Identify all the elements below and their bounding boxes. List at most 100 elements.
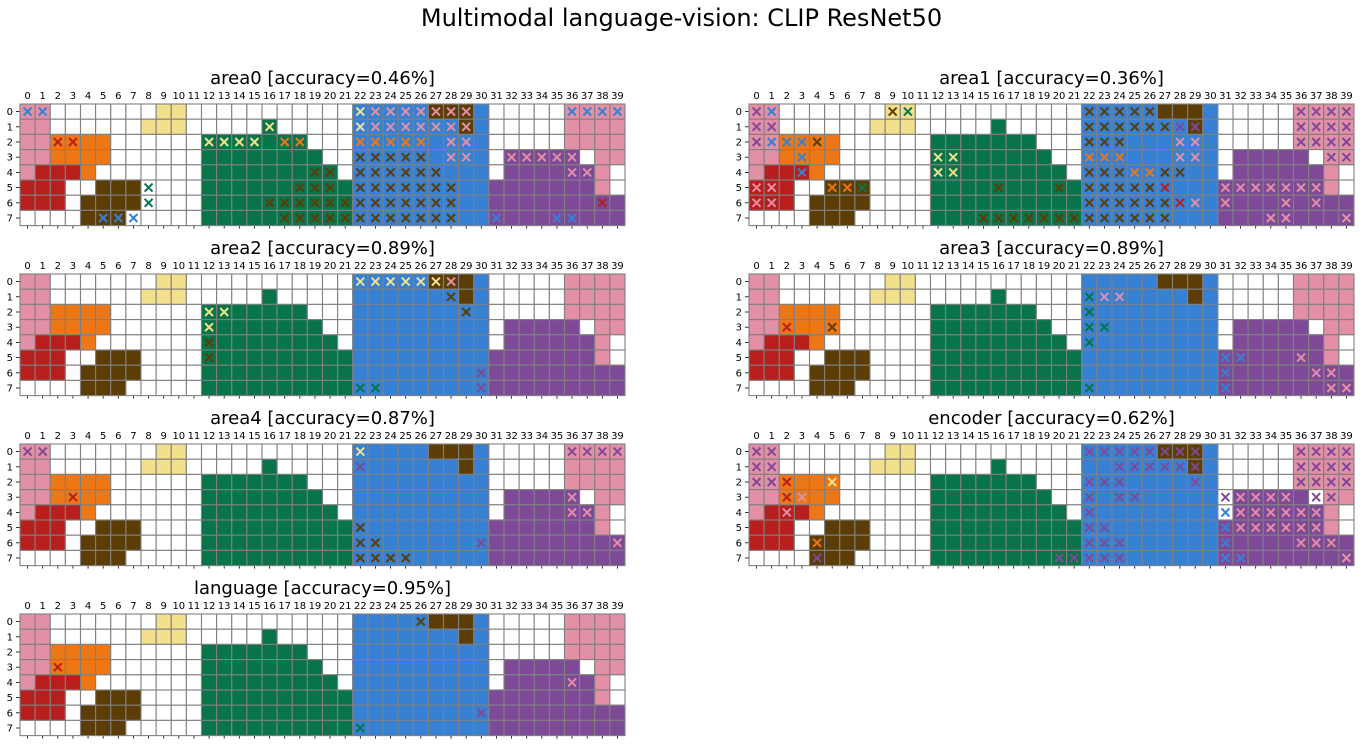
grid-cell xyxy=(548,179,566,196)
error-mark xyxy=(1084,198,1094,208)
grid-cell xyxy=(1277,273,1295,290)
grid-cell xyxy=(518,379,535,397)
grid-cell xyxy=(579,674,596,691)
grid-cell xyxy=(1202,364,1219,381)
grid-cell xyxy=(185,489,203,506)
grid-cell xyxy=(1247,349,1264,366)
grid-cell xyxy=(185,704,203,721)
grid-cell xyxy=(49,273,66,290)
grid-cell xyxy=(155,349,172,366)
x-tick-label: 35 xyxy=(551,91,564,102)
grid-cell xyxy=(306,443,324,460)
grid-cell xyxy=(231,628,248,645)
grid-cell xyxy=(929,103,947,120)
error-mark xyxy=(385,106,396,117)
grid-cell xyxy=(246,689,263,706)
grid-cell xyxy=(246,628,263,645)
grid-cell xyxy=(824,288,841,305)
grid-cell xyxy=(1066,349,1083,366)
error-mark xyxy=(446,182,456,193)
grid-cell xyxy=(1262,549,1279,567)
error-mark xyxy=(370,122,381,132)
grid-cell xyxy=(594,364,611,381)
grid-cell xyxy=(246,613,263,630)
grid-cell xyxy=(748,349,765,366)
grid-cell xyxy=(1035,379,1053,397)
error-mark xyxy=(1160,106,1170,117)
x-tick-label: 23 xyxy=(1098,431,1111,442)
grid-cell xyxy=(231,489,248,506)
grid-cell xyxy=(1050,288,1068,305)
grid-cell xyxy=(563,179,581,196)
error-mark xyxy=(385,213,396,223)
error-mark xyxy=(249,137,260,147)
grid-cell xyxy=(899,549,916,567)
grid-cell xyxy=(64,689,82,706)
grid-cell xyxy=(1323,209,1340,227)
grid-cell xyxy=(291,273,308,290)
grid-cell xyxy=(1171,549,1189,567)
grid-cell xyxy=(914,194,932,211)
error-mark xyxy=(370,383,381,393)
error-mark xyxy=(340,198,350,208)
grid-cell xyxy=(382,613,399,630)
grid-cell xyxy=(1066,489,1083,506)
error-mark xyxy=(1296,106,1306,117)
grid-cell xyxy=(1126,534,1143,551)
grid-cell xyxy=(914,473,932,491)
grid-cell xyxy=(442,164,460,181)
error-mark xyxy=(1311,106,1321,117)
grid-cell xyxy=(778,288,795,305)
grid-cell xyxy=(778,349,795,366)
grid-cell xyxy=(321,458,339,475)
grid-cell xyxy=(473,179,490,196)
grid-cell xyxy=(533,674,550,691)
grid-cell xyxy=(808,458,826,475)
x-tick-label: 23 xyxy=(369,261,382,272)
grid-cell xyxy=(231,379,248,397)
grid-cell xyxy=(1187,364,1204,381)
grid-cell xyxy=(854,303,871,321)
error-mark xyxy=(1084,152,1094,162)
grid-cell xyxy=(95,288,112,305)
x-tick-label: 15 xyxy=(248,431,261,442)
grid-cell xyxy=(442,628,460,645)
grid-cell xyxy=(442,689,460,706)
grid-cell xyxy=(975,504,992,521)
grid-cell xyxy=(579,519,596,536)
grid-cell xyxy=(64,549,82,567)
grid-cell xyxy=(1308,273,1325,290)
grid-cell xyxy=(337,719,354,737)
grid-cell xyxy=(276,273,293,290)
grid-cell xyxy=(473,613,490,630)
error-mark xyxy=(416,122,426,132)
error-mark xyxy=(933,167,943,178)
grid-cell xyxy=(231,349,248,366)
grid-cell xyxy=(1187,349,1204,366)
grid-cell xyxy=(427,364,445,381)
grid-cell xyxy=(1035,473,1053,491)
grid-cell xyxy=(899,458,916,475)
grid-cell xyxy=(1262,458,1279,475)
error-mark xyxy=(1099,152,1110,162)
error-mark xyxy=(370,106,381,117)
grid-cell xyxy=(49,379,66,397)
grid-cell xyxy=(503,194,520,211)
grid-cell xyxy=(594,549,611,567)
grid-cell xyxy=(427,504,445,521)
grid-cell xyxy=(488,613,505,630)
grid-cell xyxy=(899,364,916,381)
x-tick-label: 35 xyxy=(1280,91,1293,102)
error-mark xyxy=(1190,462,1200,472)
grid-cell xyxy=(914,273,932,290)
x-tick-label: 20 xyxy=(324,261,337,272)
error-mark xyxy=(476,383,486,393)
error-mark xyxy=(461,152,471,162)
grid-cell xyxy=(473,489,490,506)
grid-cell xyxy=(458,674,475,691)
error-mark xyxy=(751,137,762,147)
grid-cell xyxy=(140,103,157,120)
grid-cell xyxy=(442,643,460,661)
grid-cell xyxy=(79,103,97,120)
